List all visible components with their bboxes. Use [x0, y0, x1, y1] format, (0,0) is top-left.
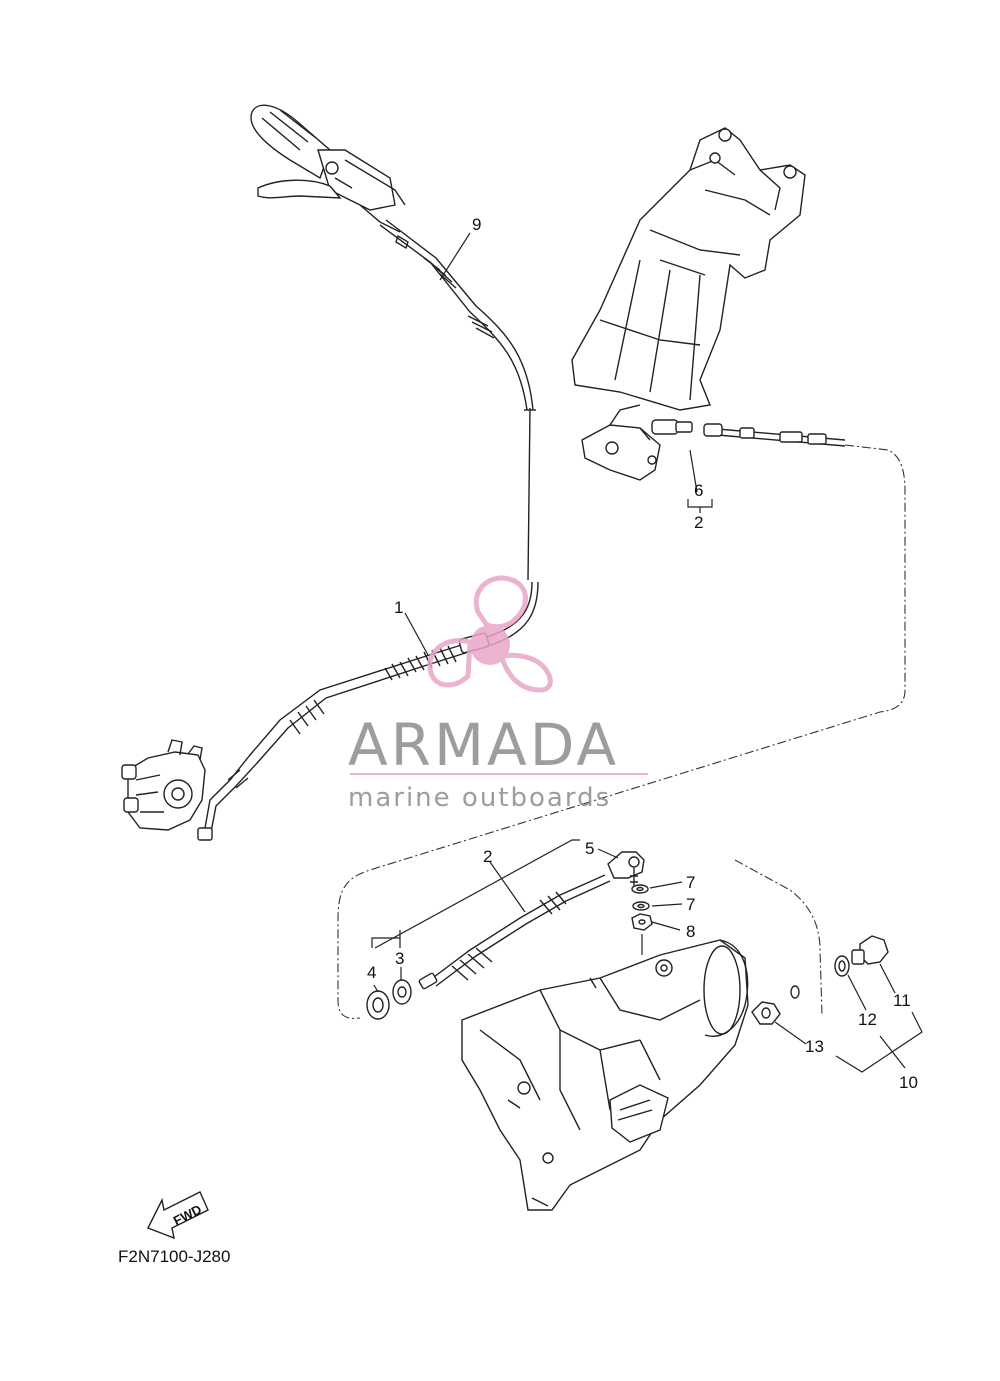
jet-pump-assembly: [461, 939, 749, 1211]
leader-lines: [371, 232, 923, 1073]
throttle-housing: [121, 739, 206, 831]
callout-1: 1: [394, 598, 403, 617]
callout-9: 9: [472, 215, 481, 234]
callout-7a: 7: [686, 873, 695, 892]
routing-dash-lines: [337, 444, 906, 1019]
cable-part-9: [379, 219, 536, 411]
callout-5: 5: [585, 839, 594, 858]
nut-part-13: [751, 1001, 781, 1025]
callout-11: 11: [893, 991, 911, 1010]
brand-divider: [350, 773, 648, 775]
brand-name: ARMADA: [348, 711, 619, 779]
joint-part-6: [651, 419, 846, 447]
washer-part-12: [834, 955, 850, 977]
callout-12: 12: [858, 1010, 877, 1029]
washer-part-7a: [631, 884, 649, 894]
washer-ghost: [790, 985, 800, 999]
armada-watermark-logo: ARMADA marine outboards: [348, 575, 648, 813]
joint-part-5: [607, 851, 645, 890]
callout-2-top: 2: [694, 513, 703, 532]
callout-10: 10: [899, 1073, 918, 1092]
washer-part-7b: [632, 901, 650, 911]
propeller-icon: [427, 575, 553, 693]
callout-8: 8: [686, 922, 695, 941]
callout-7b: 7: [686, 895, 695, 914]
nut-part-8: [631, 913, 653, 931]
callout-3: 3: [395, 949, 404, 968]
callout-labels: 9 1 6 2 5 2 7 7 8 4 3 11 12 13 10 F2N710…: [118, 215, 918, 1266]
washer-part-3: [392, 979, 412, 1005]
callout-4: 4: [367, 963, 376, 982]
callout-13: 13: [805, 1037, 824, 1056]
handlebar-assembly: [250, 104, 406, 233]
diagram-code: F2N7100-J280: [118, 1247, 230, 1266]
bolt-part-11: [851, 935, 889, 965]
steering-column-assembly: [571, 127, 806, 481]
cable-part-2: [418, 874, 611, 990]
callout-6: 6: [694, 481, 703, 500]
grommet-part-4: [366, 990, 390, 1020]
callout-2-lower: 2: [483, 847, 492, 866]
brand-tagline: marine outboards: [348, 783, 611, 813]
fwd-arrow-icon: FWD: [147, 1191, 209, 1240]
